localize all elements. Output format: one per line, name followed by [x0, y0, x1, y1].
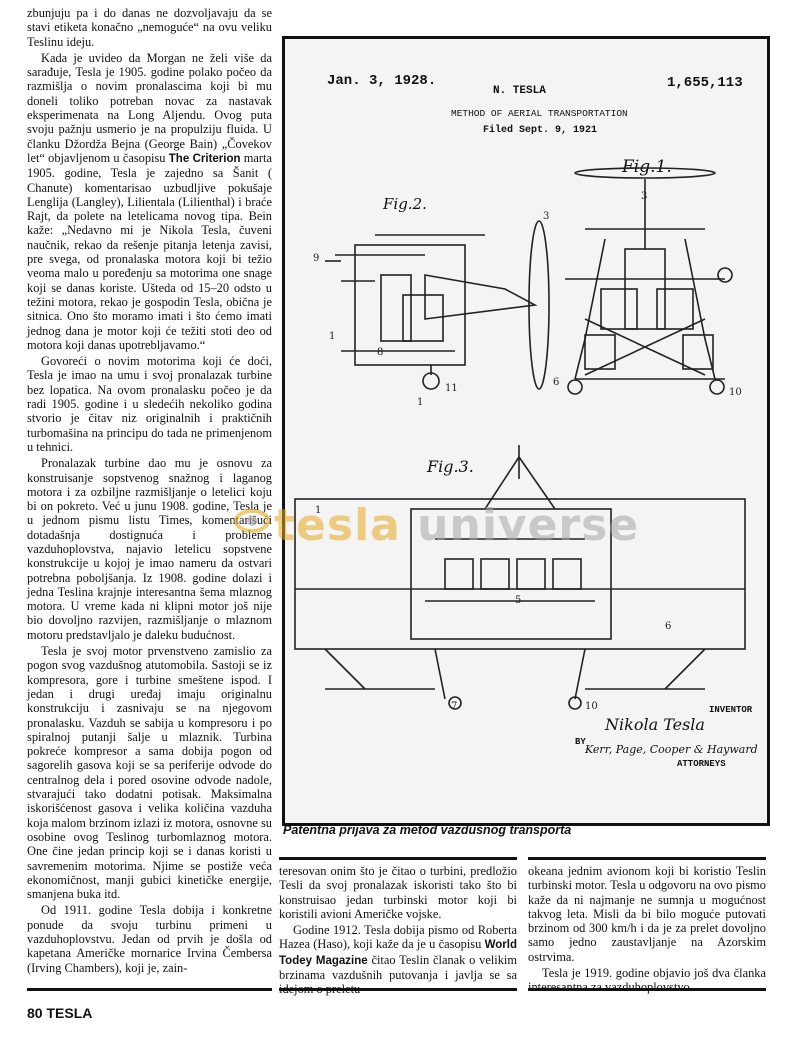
patent-date: Jan. 3, 1928.	[327, 73, 437, 89]
paragraph: zbunjuju pa i do danas ne dozvoljavaju d…	[27, 6, 272, 49]
paragraph: teresovan onim što je čitao o turbini, p…	[279, 864, 517, 921]
svg-text:11: 11	[445, 383, 458, 394]
svg-text:3: 3	[543, 211, 549, 222]
fig1-front-view-drawing	[565, 167, 733, 395]
magazine-name: World Todey Magazine	[279, 939, 517, 967]
paragraph: Od 1911. godine Tesla dobija i konkretne…	[27, 903, 272, 975]
figure-caption: Patentna prijava za metod vazdušnog tran…	[283, 823, 572, 837]
page-folio: 80 TESLA	[27, 1005, 93, 1021]
attorneys-label: ATTORNEYS	[677, 759, 726, 769]
paragraph: okeana jednim avionom koji bi koristio T…	[528, 864, 766, 964]
patent-filed: Filed Sept. 9, 1921	[483, 125, 598, 136]
inventor-label: INVENTOR	[709, 705, 753, 715]
patent-inventor: N. TESLA	[493, 85, 546, 97]
svg-text:7: 7	[451, 701, 457, 712]
svg-text:8: 8	[377, 347, 383, 358]
bottom-rule	[528, 988, 766, 991]
patent-figure: Jan. 3, 1928. N. TESLA 1,655,113 METHOD …	[282, 36, 770, 826]
article-column-1: zbunjuju pa i do danas ne dozvoljavaju d…	[27, 6, 272, 977]
magazine-name: The Criterion	[168, 152, 241, 165]
article-column-2: teresovan onim što je čitao o turbini, p…	[279, 864, 517, 999]
article-column-3: okeana jednim avionom koji bi koristio T…	[528, 864, 766, 997]
svg-text:1: 1	[329, 331, 335, 342]
svg-text:5: 5	[515, 595, 521, 606]
bottom-rule	[27, 988, 272, 991]
svg-text:9: 9	[313, 253, 319, 264]
paragraph: Tesla je svoj motor prvenstveno zamislio…	[27, 644, 272, 902]
svg-text:1: 1	[417, 397, 423, 408]
bottom-rule	[279, 988, 517, 991]
fig2-side-view-drawing	[325, 220, 550, 390]
column-rule	[279, 857, 517, 860]
svg-text:6: 6	[665, 621, 671, 632]
patent-number: 1,655,113	[667, 75, 743, 91]
by-label: BY	[575, 737, 586, 747]
column-rule	[528, 857, 766, 860]
inventor-signature: Nikola Tesla	[605, 715, 705, 734]
fig1-label: Fig.1.	[622, 157, 672, 177]
fig3-label: Fig.3.	[427, 457, 474, 476]
fig3-top-view-drawing	[294, 445, 746, 710]
svg-text:3: 3	[641, 191, 647, 202]
svg-text:6: 6	[553, 377, 559, 388]
paragraph: Godine 1912. Tesla dobija pismo od Rober…	[279, 923, 517, 996]
patent-title: METHOD OF AERIAL TRANSPORTATION	[451, 108, 628, 119]
tesla-universe-logo-icon	[234, 509, 270, 533]
svg-text:10: 10	[585, 701, 598, 712]
svg-text:10: 10	[729, 387, 742, 398]
attorney-signature: Kerr, Page, Cooper & Hayward	[585, 743, 758, 756]
paragraph: Pronalazak turbine dao mu je osnovu za k…	[27, 456, 272, 642]
svg-text:1: 1	[315, 505, 321, 516]
paragraph: Kada je uvideo da Morgan ne želi više da…	[27, 50, 272, 352]
fig2-label: Fig.2.	[383, 195, 427, 213]
watermark: tesla universe	[274, 500, 640, 551]
paragraph: Govoreći o novim motorima koji će doći, …	[27, 354, 272, 454]
